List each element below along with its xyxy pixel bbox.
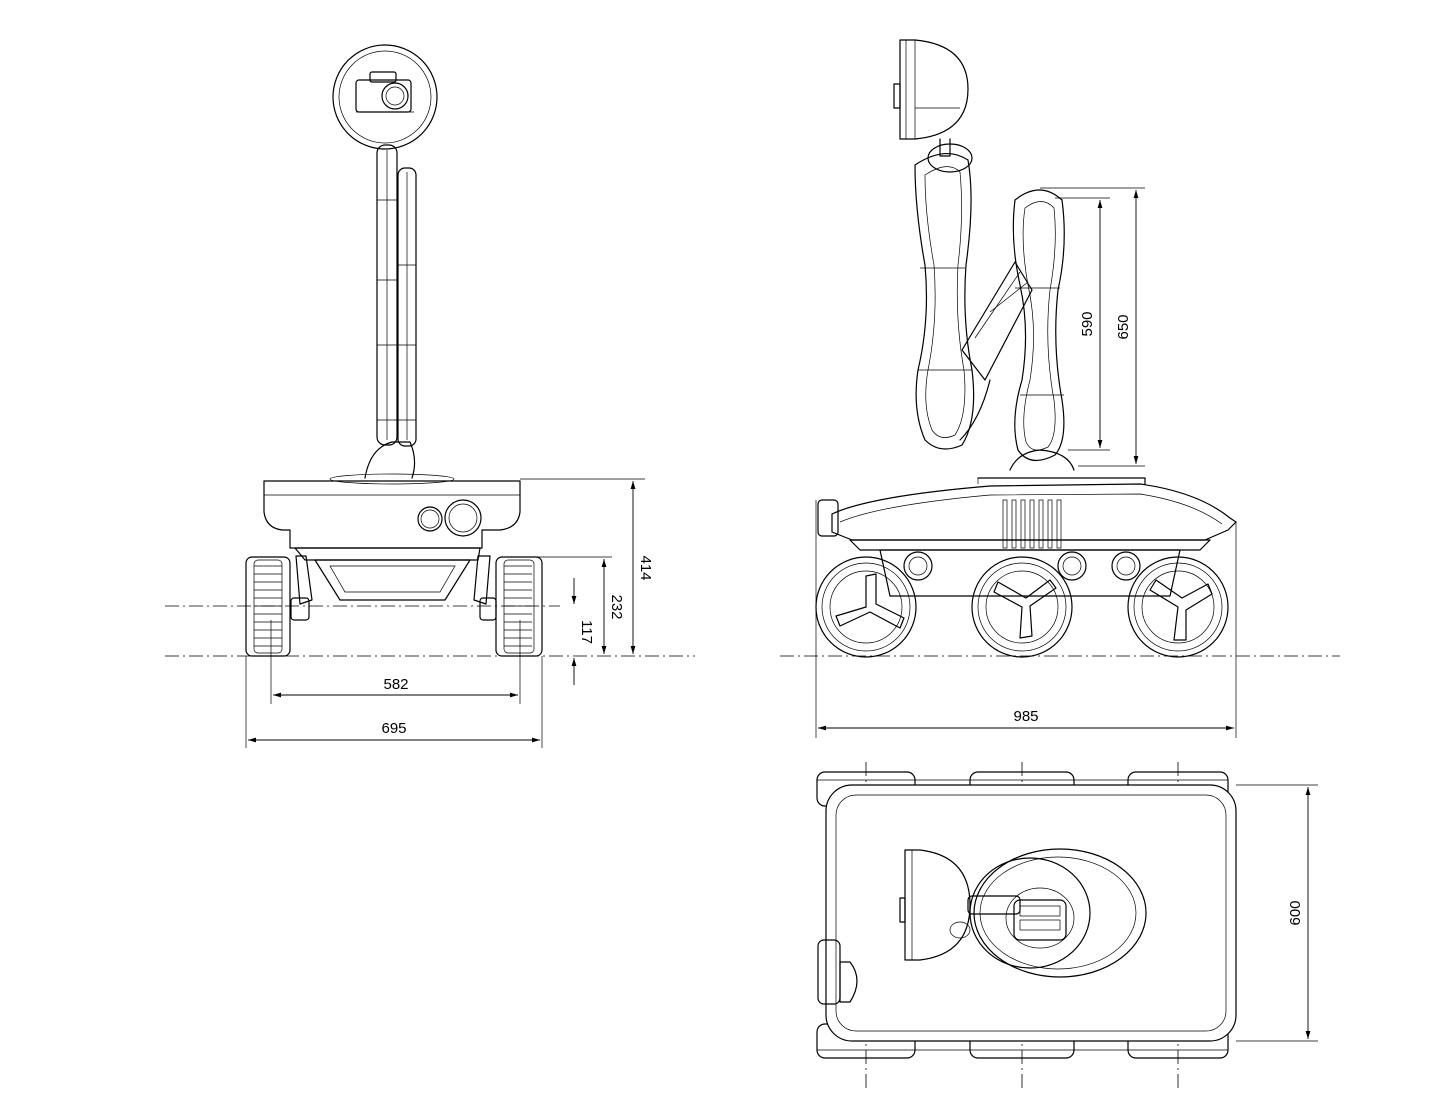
front-camera-head xyxy=(332,44,438,150)
front-view: 414 232 117 582 695 xyxy=(165,44,695,748)
dim-414: 414 xyxy=(637,555,654,580)
front-left-wheel xyxy=(245,556,291,657)
front-right-wheel xyxy=(495,556,543,657)
top-body xyxy=(825,784,1237,1042)
dim-582: 582 xyxy=(383,676,408,693)
top-dimensions: 600 xyxy=(1236,784,1318,1042)
top-view: 600 xyxy=(816,762,1318,1090)
front-arm xyxy=(364,144,417,479)
side-camera-head xyxy=(893,39,969,157)
dim-590: 590 xyxy=(1079,311,1096,336)
dim-695: 695 xyxy=(381,720,406,737)
dim-600: 600 xyxy=(1287,900,1304,925)
front-body xyxy=(263,473,521,621)
side-link-arm xyxy=(959,261,1033,441)
side-body xyxy=(817,477,1237,597)
side-wheel-front xyxy=(815,556,917,658)
side-vent-fins xyxy=(1002,499,1062,549)
side-dimensions: 590 650 985 xyxy=(815,187,1237,738)
side-view: 590 650 985 xyxy=(780,39,1340,738)
dim-232: 232 xyxy=(608,594,625,619)
side-wheel-rear xyxy=(1127,556,1229,658)
side-lower-arm xyxy=(1009,189,1075,471)
top-camera-head xyxy=(899,849,1021,961)
dim-650: 650 xyxy=(1115,314,1132,339)
dim-985: 985 xyxy=(1013,708,1038,725)
front-dimensions: 414 232 117 582 695 xyxy=(245,478,654,748)
dim-117: 117 xyxy=(578,620,595,644)
side-upper-arm xyxy=(914,143,975,450)
side-wheel-middle xyxy=(971,556,1073,658)
